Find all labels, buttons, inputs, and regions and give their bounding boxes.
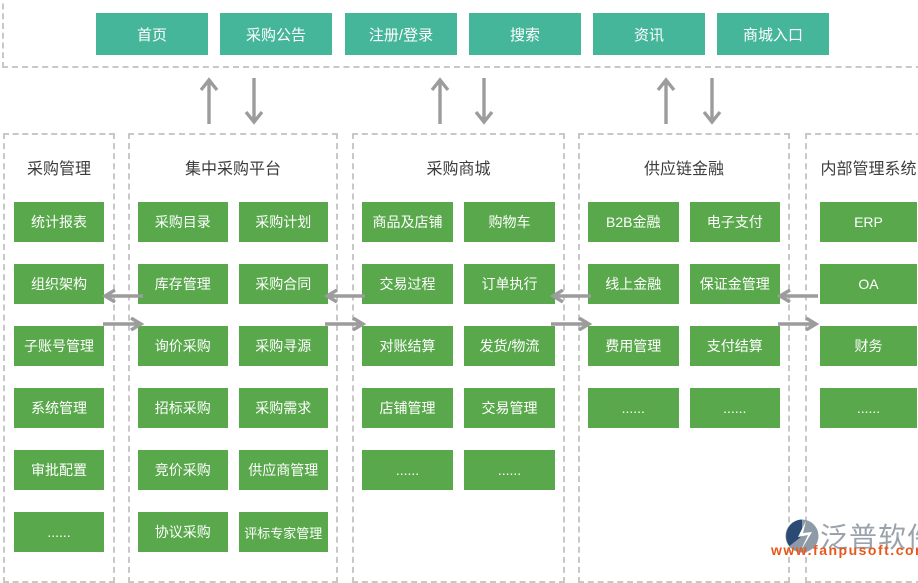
column-internal-management-system: 内部管理系统 ERP OA 财务 ...... xyxy=(805,133,918,583)
node-erp: ERP xyxy=(820,202,917,242)
column-title: 采购商城 xyxy=(426,161,491,178)
column-title: 供应链金融 xyxy=(643,161,724,178)
left-arrow-icon xyxy=(101,289,145,303)
node-online-finance: 线上金融 xyxy=(588,264,679,304)
node-reconciliation-settlement: 对账结算 xyxy=(362,326,453,366)
up-arrow-icon xyxy=(198,77,220,125)
node-finance: 财务 xyxy=(820,326,917,366)
node-procurement-plan: 采购计划 xyxy=(238,202,328,242)
node-agreement-procurement: 协议采购 xyxy=(138,512,228,552)
node-inquiry-procurement: 询价采购 xyxy=(138,326,228,366)
node-electronic-payment: 电子支付 xyxy=(689,202,780,242)
node-payment-settlement: 支付结算 xyxy=(689,326,780,366)
down-arrow-icon xyxy=(243,77,265,125)
watermark-brand-text: 泛普软件 xyxy=(820,522,918,553)
node-more: ...... xyxy=(588,388,679,428)
node-more: ...... xyxy=(464,450,555,490)
column-title: 集中采购平台 xyxy=(184,161,281,178)
node-transaction-management: 交易管理 xyxy=(464,388,555,428)
left-arrow-icon xyxy=(323,289,367,303)
node-procurement-sourcing: 采购寻源 xyxy=(238,326,328,366)
up-arrow-icon xyxy=(655,77,677,125)
up-arrow-icon xyxy=(429,77,451,125)
node-procurement-catalog: 采购目录 xyxy=(138,202,228,242)
right-arrow-icon xyxy=(323,317,367,331)
column-procurement-mall: 采购商城 商品及店铺 购物车 交易过程 订单执行 对账结算 发货/物流 店铺管理… xyxy=(352,133,565,583)
right-arrow-icon xyxy=(101,317,145,331)
portal-nav-container xyxy=(2,0,918,68)
fanpu-logo-icon xyxy=(785,515,820,556)
down-arrow-icon xyxy=(701,77,723,125)
top-nav-item-mall-entrance: 商城入口 xyxy=(717,13,829,55)
watermark-url-text: www.fanpusoft.com xyxy=(771,542,918,558)
node-procurement-contract: 采购合同 xyxy=(238,264,328,304)
node-bid-evaluation-expert-management: 评标专家管理 xyxy=(238,512,328,552)
node-transaction-process: 交易过程 xyxy=(362,264,453,304)
top-nav-item-register-login: 注册/登录 xyxy=(345,13,457,55)
node-order-execution: 订单执行 xyxy=(464,264,555,304)
node-more: ...... xyxy=(14,512,104,552)
top-nav-item-home: 首页 xyxy=(96,13,208,55)
column-centralized-procurement-platform: 集中采购平台 采购目录 采购计划 库存管理 采购合同 询价采购 采购寻源 招标采… xyxy=(128,133,338,583)
node-approval-config: 审批配置 xyxy=(14,450,104,490)
column-title: 采购管理 xyxy=(26,161,91,178)
node-statistics-reports: 统计报表 xyxy=(14,202,104,242)
node-supplier-management: 供应商管理 xyxy=(238,450,328,490)
node-subaccount-management: 子账号管理 xyxy=(14,326,104,366)
node-more: ...... xyxy=(689,388,780,428)
column-title: 内部管理系统 xyxy=(820,161,917,178)
node-inventory-management: 库存管理 xyxy=(138,264,228,304)
down-arrow-icon xyxy=(473,77,495,125)
node-oa: OA xyxy=(820,264,917,304)
top-nav-item-search: 搜索 xyxy=(469,13,581,55)
node-system-management: 系统管理 xyxy=(14,388,104,428)
node-procurement-demand: 采购需求 xyxy=(238,388,328,428)
column-supply-chain-finance: 供应链金融 B2B金融 电子支付 线上金融 保证金管理 费用管理 支付结算 ..… xyxy=(578,133,790,583)
left-arrow-icon xyxy=(776,289,820,303)
node-shopping-cart: 购物车 xyxy=(464,202,555,242)
right-arrow-icon xyxy=(549,317,593,331)
node-org-structure: 组织架构 xyxy=(14,264,104,304)
node-tender-procurement: 招标采购 xyxy=(138,388,228,428)
node-goods-and-shops: 商品及店铺 xyxy=(362,202,453,242)
top-nav-item-procurement-notice: 采购公告 xyxy=(220,13,332,55)
right-arrow-icon xyxy=(776,317,820,331)
left-arrow-icon xyxy=(549,289,593,303)
top-nav-item-news: 资讯 xyxy=(593,13,705,55)
node-b2b-finance: B2B金融 xyxy=(588,202,679,242)
node-more: ...... xyxy=(362,450,453,490)
node-deposit-management: 保证金管理 xyxy=(689,264,780,304)
node-expense-management: 费用管理 xyxy=(588,326,679,366)
column-procurement-management: 采购管理 统计报表 组织架构 子账号管理 系统管理 审批配置 ...... xyxy=(3,133,115,583)
node-more: ...... xyxy=(820,388,917,428)
node-shipping-logistics: 发货/物流 xyxy=(464,326,555,366)
node-shop-management: 店铺管理 xyxy=(362,388,453,428)
node-bidding-procurement: 竞价采购 xyxy=(138,450,228,490)
